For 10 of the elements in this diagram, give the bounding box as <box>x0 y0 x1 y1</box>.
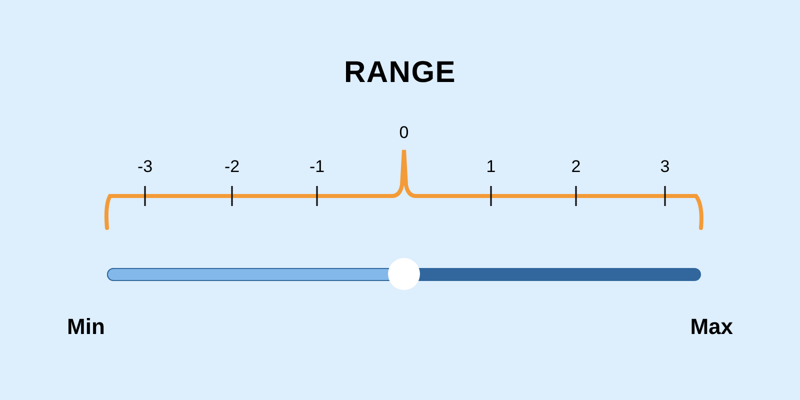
tick-label: 1 <box>485 158 497 175</box>
axis-end-label: Max <box>690 316 733 338</box>
title: RANGE <box>344 58 456 88</box>
tick-label: 3 <box>659 158 671 175</box>
tick-label: -1 <box>308 158 326 175</box>
tick-label: -3 <box>136 158 154 175</box>
tick-label: 0 <box>398 124 410 141</box>
tick-label: 2 <box>570 158 582 175</box>
tick-label: -2 <box>223 158 241 175</box>
axis-end-label: Min <box>67 316 105 338</box>
